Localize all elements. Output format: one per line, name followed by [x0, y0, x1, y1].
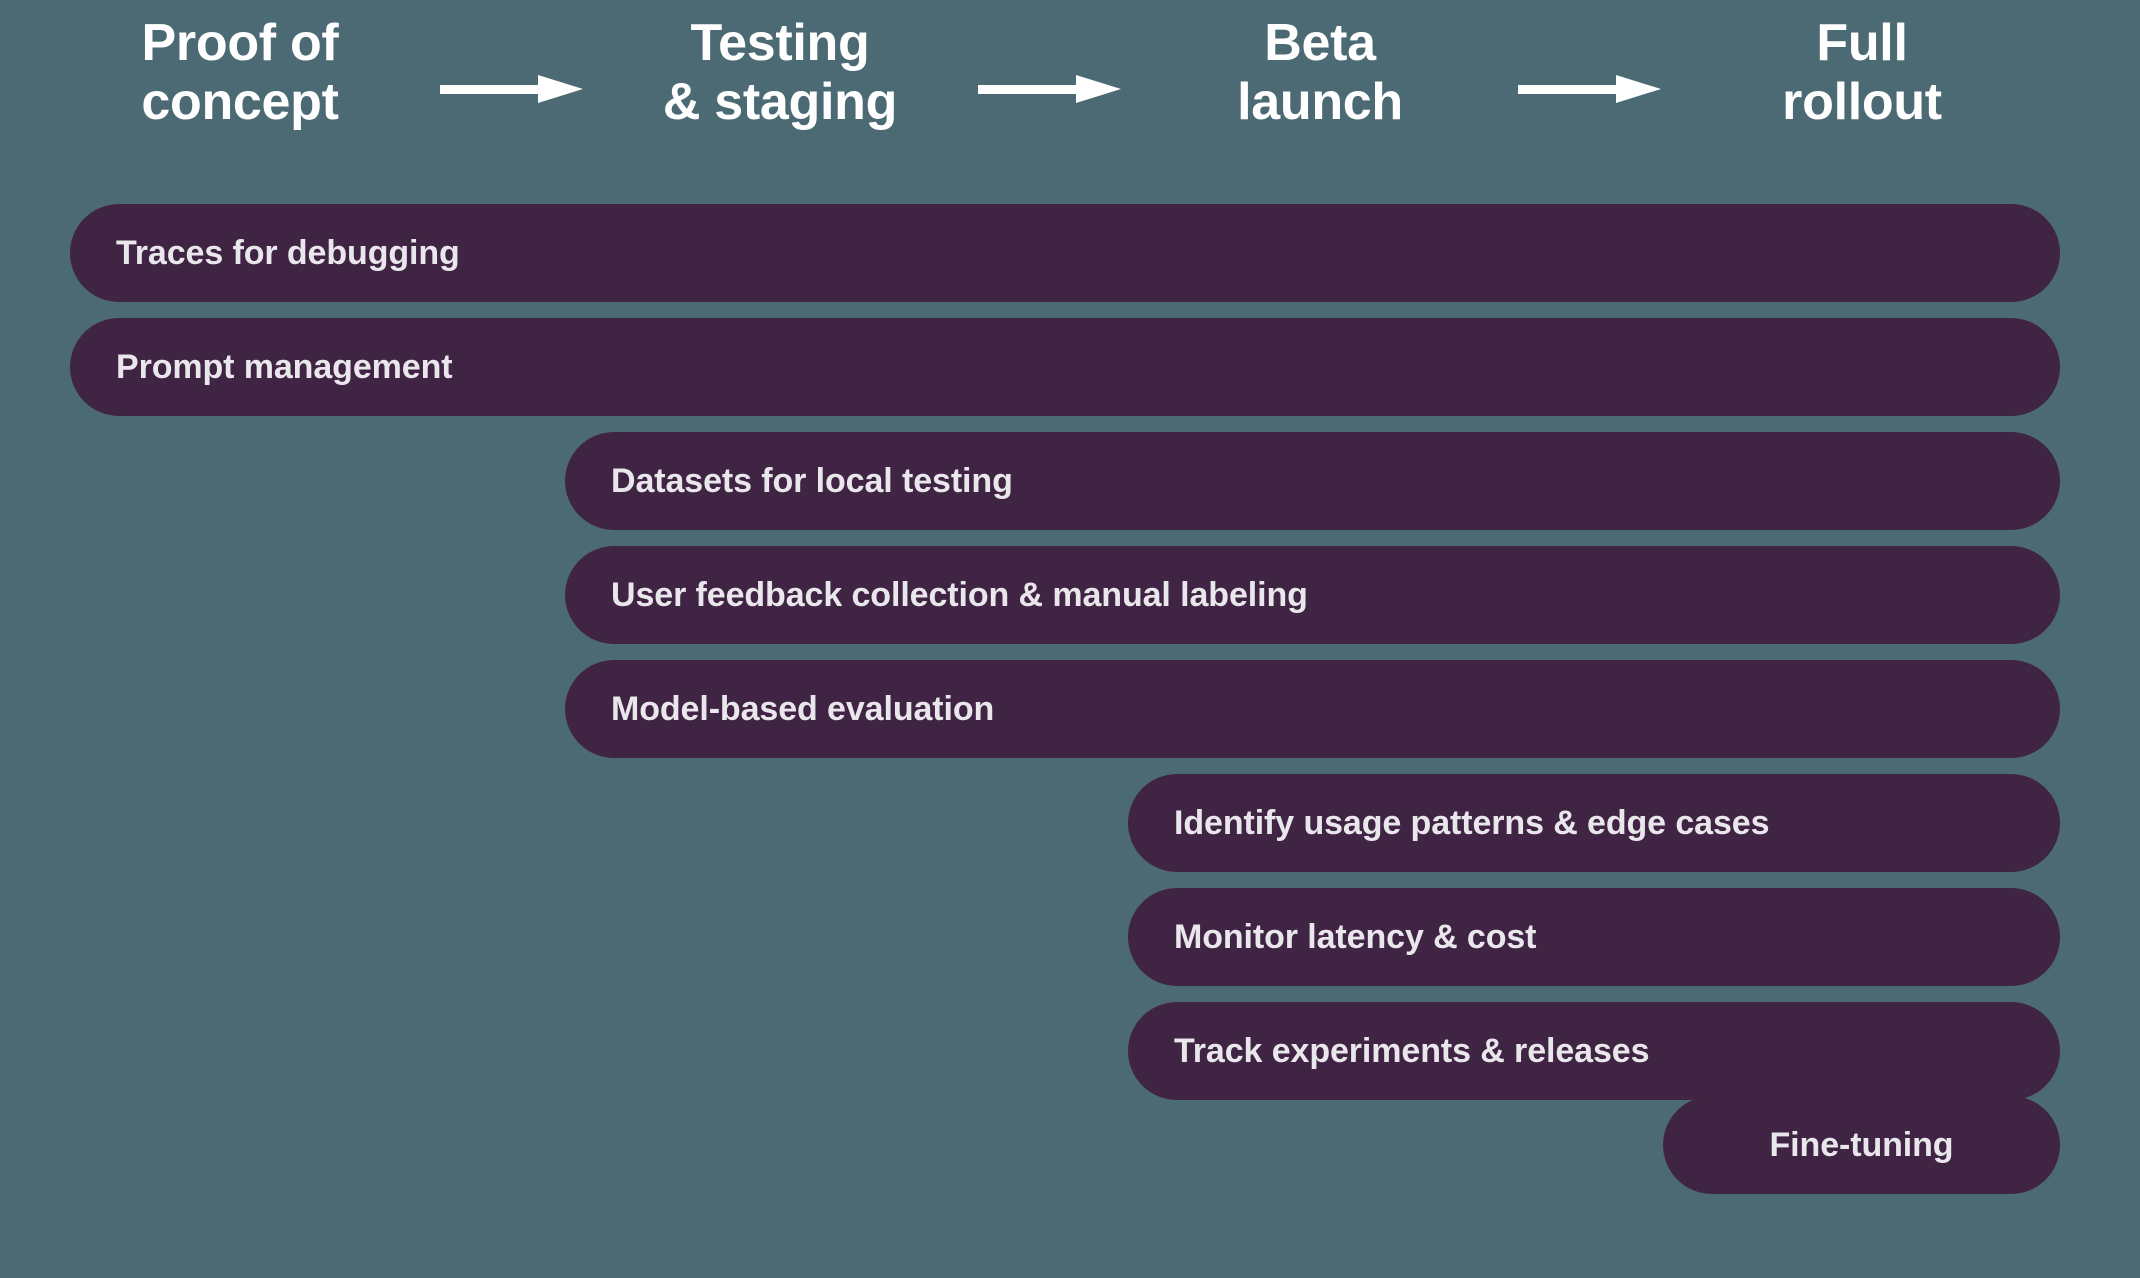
- capability-bar-label: Datasets for local testing: [611, 462, 1013, 500]
- stage-header-line-1: Testing: [690, 14, 870, 72]
- stage-header-line-2: concept: [141, 72, 339, 131]
- capability-bar-label: Prompt management: [116, 348, 453, 386]
- capability-bar-datasets-local-testing[interactable]: Datasets for local testing: [565, 432, 2060, 530]
- arrow-right-icon: [978, 74, 1121, 104]
- capability-bar-fine-tuning[interactable]: Fine-tuning: [1663, 1096, 2060, 1194]
- capability-bar-label: User feedback collection & manual labeli…: [611, 576, 1308, 614]
- stage-header-testing-staging: Testing& staging: [610, 14, 950, 132]
- arrow-right-icon: [1518, 74, 1661, 104]
- capability-bar-label: Identify usage patterns & edge cases: [1174, 804, 1770, 842]
- capability-bar-user-feedback-labeling[interactable]: User feedback collection & manual labeli…: [565, 546, 2060, 644]
- stage-header-line-2: launch: [1237, 72, 1403, 131]
- stage-header-line-1: Proof of: [141, 14, 339, 72]
- capability-bar-label: Fine-tuning: [1769, 1126, 1954, 1164]
- stage-header-line-2: rollout: [1782, 72, 1942, 131]
- capability-bar-label: Monitor latency & cost: [1174, 918, 1537, 956]
- capability-bar-prompt-management[interactable]: Prompt management: [70, 318, 2060, 416]
- capability-bar-usage-patterns-edge-cases[interactable]: Identify usage patterns & edge cases: [1128, 774, 2060, 872]
- capability-bar-model-based-evaluation[interactable]: Model-based evaluation: [565, 660, 2060, 758]
- capability-bar-label: Track experiments & releases: [1174, 1032, 1650, 1070]
- capability-bar-label: Model-based evaluation: [611, 690, 995, 728]
- capability-bar-track-experiments-releases[interactable]: Track experiments & releases: [1128, 1002, 2060, 1100]
- arrow-right-icon: [440, 74, 583, 104]
- stage-header-line-1: Full: [1816, 14, 1908, 72]
- capability-bar-monitor-latency-cost[interactable]: Monitor latency & cost: [1128, 888, 2060, 986]
- stage-header-line-1: Beta: [1264, 14, 1376, 72]
- capability-bar-label: Traces for debugging: [116, 234, 460, 272]
- stage-header-line-2: & staging: [662, 72, 898, 131]
- capability-bar-traces-for-debugging[interactable]: Traces for debugging: [70, 204, 2060, 302]
